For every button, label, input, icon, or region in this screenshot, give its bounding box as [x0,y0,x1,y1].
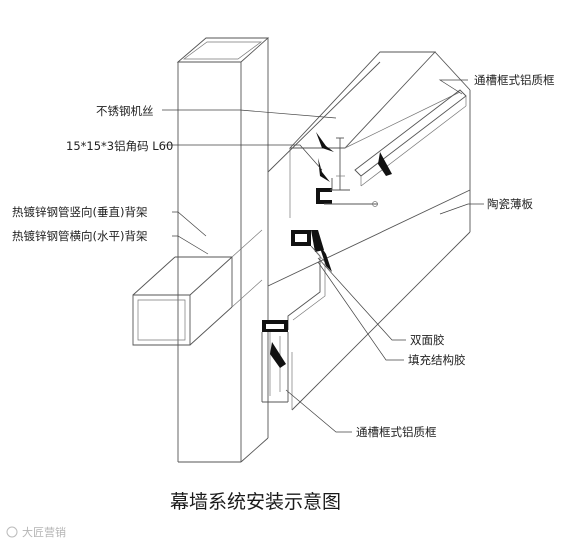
horizontal-steel-tube [132,229,263,346]
label-vertical-frame: 热镀锌钢管竖向(垂直)背架 [12,205,147,219]
label-horizontal-frame: 热镀锌钢管横向(水平)背架 [12,229,147,243]
label-angle-code: 15*15*3铝角码 L60 [66,139,173,153]
angle-clip-assembly [316,137,378,207]
vertical-steel-tube [176,37,270,463]
bottom-aluminum-frame [261,320,289,403]
top-aluminum-frame [354,89,467,187]
leader-lines [162,79,484,433]
watermark-logo-icon [6,526,18,538]
label-ceramic-panel: 陶瓷薄板 [487,197,533,211]
ceramic-panel [267,51,471,411]
arrow-top-frame [378,152,392,176]
arrow-clip [318,158,330,182]
watermark-text: 大匠营销 [22,525,66,539]
arrow-markers [270,132,392,368]
label-top-frame: 通槽框式铝质框 [474,73,555,87]
watermark: 大匠营销 [6,525,66,539]
label-bottom-frame: 通槽框式铝质框 [356,425,437,439]
arrow-bottom [270,342,286,368]
arrow-middle [318,242,332,272]
label-double-tape: 双面胶 [410,333,445,347]
arrow-wire [316,132,334,152]
label-structural-glue: 填充结构胶 [408,353,466,367]
label-stainless-wire: 不锈钢机丝 [96,104,154,118]
diagram-title: 幕墙系统安装示意图 [170,491,341,513]
